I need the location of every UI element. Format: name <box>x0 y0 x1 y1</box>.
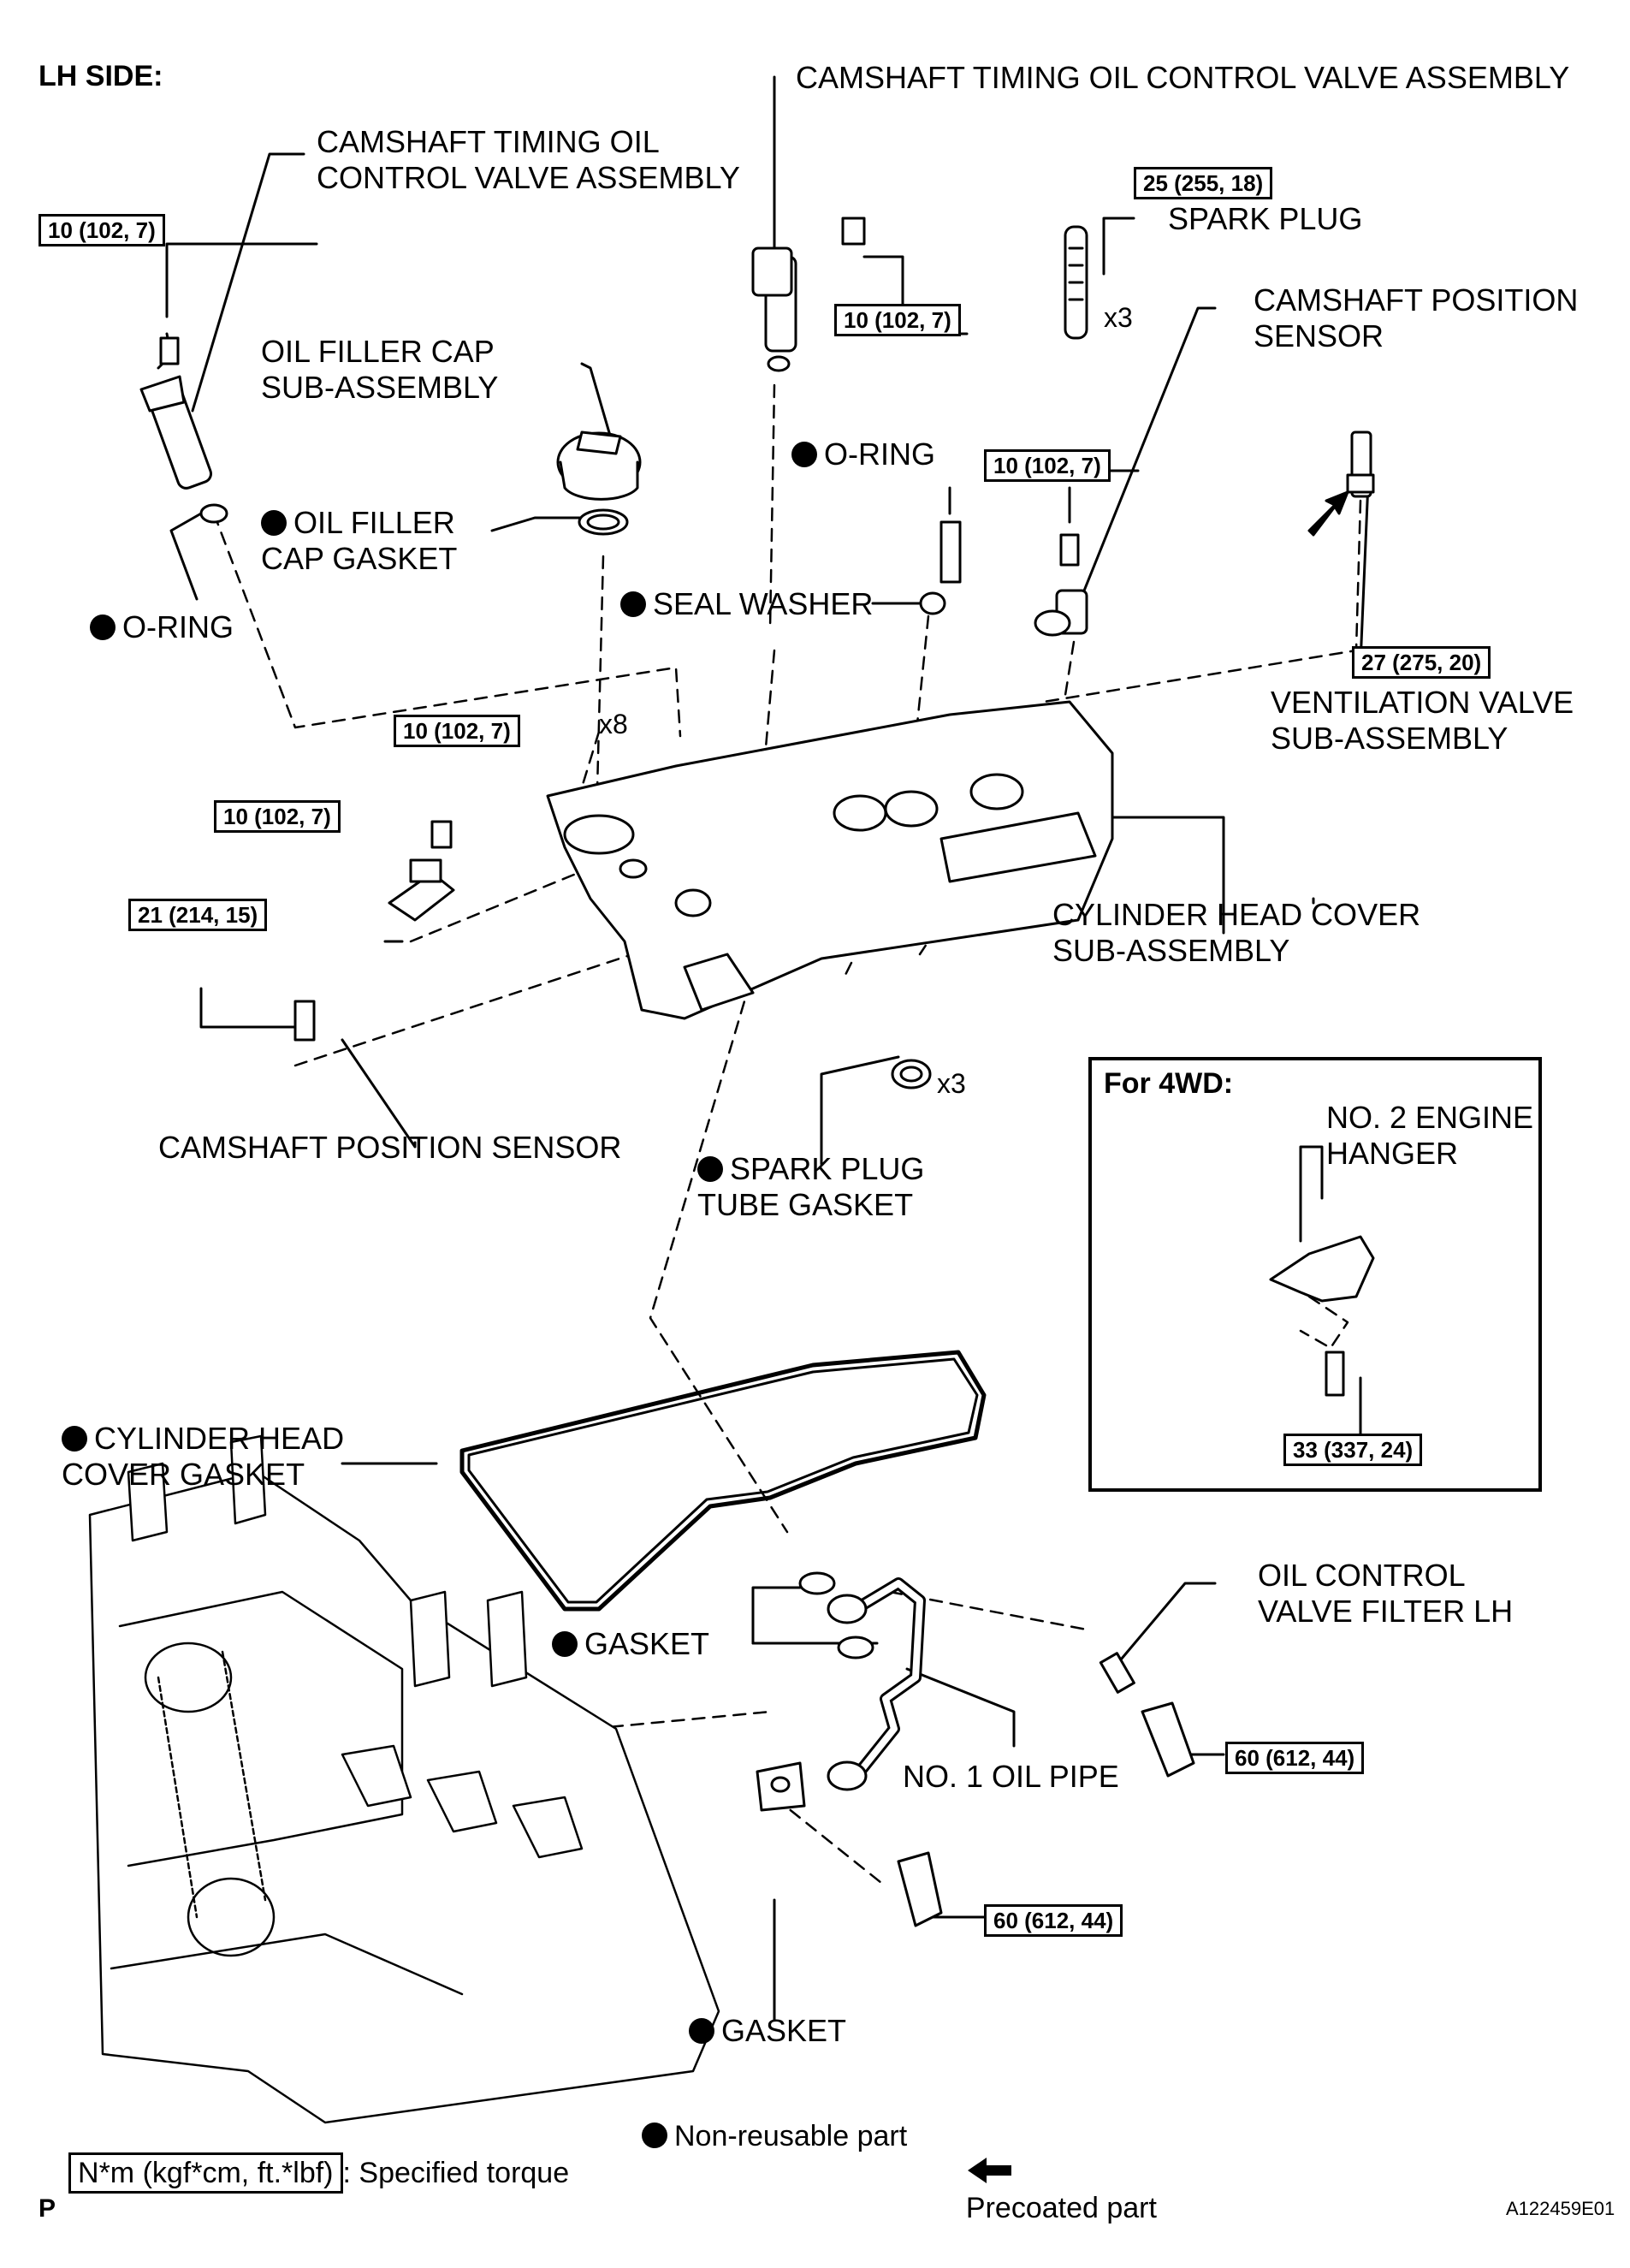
cam-valve-top-part <box>751 217 866 372</box>
oil-filler-gasket-text: OIL FILLER CAP GASKET <box>261 505 458 576</box>
label-spark-plug: SPARK PLUG <box>1168 201 1363 236</box>
label-head-cover-gasket: CYLINDER HEAD COVER GASKET <box>62 1421 344 1493</box>
precoated-arrow-marker <box>1307 490 1349 537</box>
gasket-upper-text: GASKET <box>584 1626 710 1661</box>
precoated-arrow-icon <box>967 2158 1011 2183</box>
inset-title: For 4WD: <box>1104 1067 1234 1100</box>
ventilation-valve-part <box>1346 430 1375 498</box>
o-ring-left-text: O-RING <box>122 609 234 644</box>
engine-hanger-part <box>1269 1235 1375 1397</box>
label-ventilation-valve: VENTILATION VALVE SUB-ASSEMBLY <box>1271 685 1574 756</box>
torque-pipe-bolt: 60 (612, 44) <box>984 1904 1123 1937</box>
tube-gasket-count: x3 <box>937 1068 966 1099</box>
torque-left-valve: 10 (102, 7) <box>39 214 165 246</box>
spark-tube-gasket-text: SPARK PLUG TUBE GASKET <box>697 1151 925 1222</box>
legend: N*m (kgf*cm, ft.*lbf): Specified torque <box>51 2118 570 2194</box>
label-gasket-lower: GASKET <box>689 2013 846 2049</box>
label-spark-tube-gasket: SPARK PLUG TUBE GASKET <box>697 1151 924 1223</box>
legend-precoated-text: Precoated part <box>965 2192 1157 2224</box>
cover-bolt-count: x8 <box>599 709 628 739</box>
tube-gasket-part <box>891 1059 932 1089</box>
label-oil-filler-gasket: OIL FILLER CAP GASKET <box>261 505 457 577</box>
label-cam-valve-top: CAMSHAFT TIMING OIL CONTROL VALVE ASSEMB… <box>796 60 1570 95</box>
label-cam-sensor-left: CAMSHAFT POSITION SENSOR <box>158 1130 622 1165</box>
cam-sensor-right-part <box>919 520 1088 637</box>
torque-sensor-top: 10 (102, 7) <box>984 449 1111 482</box>
label-cam-valve-left: CAMSHAFT TIMING OIL CONTROL VALVE ASSEMB… <box>317 124 740 195</box>
label-oil-filler-cap: OIL FILLER CAP SUB-ASSEMBLY <box>261 334 499 405</box>
figure-code: A122459E01 <box>1506 2198 1615 2219</box>
torque-top-valve: 10 (102, 7) <box>834 304 961 336</box>
torque-21: 21 (214, 15) <box>128 899 268 931</box>
engine-block-part <box>88 1434 720 2124</box>
torque-vent-valve: 27 (275, 20) <box>1352 646 1491 679</box>
spark-plug-count: x3 <box>1104 302 1133 333</box>
page-letter: P <box>39 2194 56 2223</box>
label-engine-hanger: NO. 2 ENGINE HANGER <box>1326 1100 1534 1171</box>
torque-filter-bolt: 60 (612, 44) <box>1225 1742 1365 1774</box>
label-head-cover: CYLINDER HEAD COVER SUB-ASSEMBLY <box>1052 897 1421 968</box>
label-seal-washer: SEAL WASHER <box>620 586 873 622</box>
label-oil-control-filter: OIL CONTROL VALVE FILTER LH <box>1258 1558 1514 1629</box>
oil-filler-cap-part <box>556 430 642 536</box>
legend-torque-desc: : Specified torque <box>342 2157 570 2189</box>
cylinder-head-cover-part <box>546 700 1114 1020</box>
label-oil-pipe: NO. 1 OIL PIPE <box>903 1759 1119 1794</box>
torque-sensor-left: 10 (102, 7) <box>214 800 341 833</box>
page-title: LH SIDE: <box>39 60 163 92</box>
torque-spark-plug: 25 (255, 18) <box>1134 167 1273 199</box>
torque-head-cover: 10 (102, 7) <box>394 715 520 747</box>
cam-sensor-left-part <box>293 820 455 1042</box>
spark-plug-part <box>1064 225 1088 340</box>
seal-washer-text: SEAL WASHER <box>653 586 874 621</box>
label-gasket-upper: GASKET <box>552 1626 709 1662</box>
label-o-ring-left: O-RING <box>90 609 234 645</box>
label-o-ring-top: O-RING <box>791 436 935 472</box>
torque-hanger: 33 (337, 24) <box>1283 1434 1423 1466</box>
cam-valve-left-part <box>139 332 228 524</box>
o-ring-top-text: O-RING <box>824 436 935 472</box>
legend-torque-unit: N*m (kgf*cm, ft.*lbf) <box>68 2152 343 2194</box>
leader-cam-valve-left <box>191 152 305 413</box>
gasket-lower-text: GASKET <box>721 2013 847 2048</box>
legend-non-reusable-text: Non-reusable part <box>674 2120 908 2152</box>
label-cam-sensor-right: CAMSHAFT POSITION SENSOR <box>1254 282 1579 353</box>
head-cover-gasket-text: CYLINDER HEAD COVER GASKET <box>62 1421 345 1492</box>
legend-non-reusable: Non-reusable part <box>642 2118 907 2154</box>
for-4wd-inset <box>1088 1057 1542 1492</box>
legend-precoated: Precoated part <box>950 2118 1157 2226</box>
head-cover-gasket-part <box>459 1350 987 1612</box>
